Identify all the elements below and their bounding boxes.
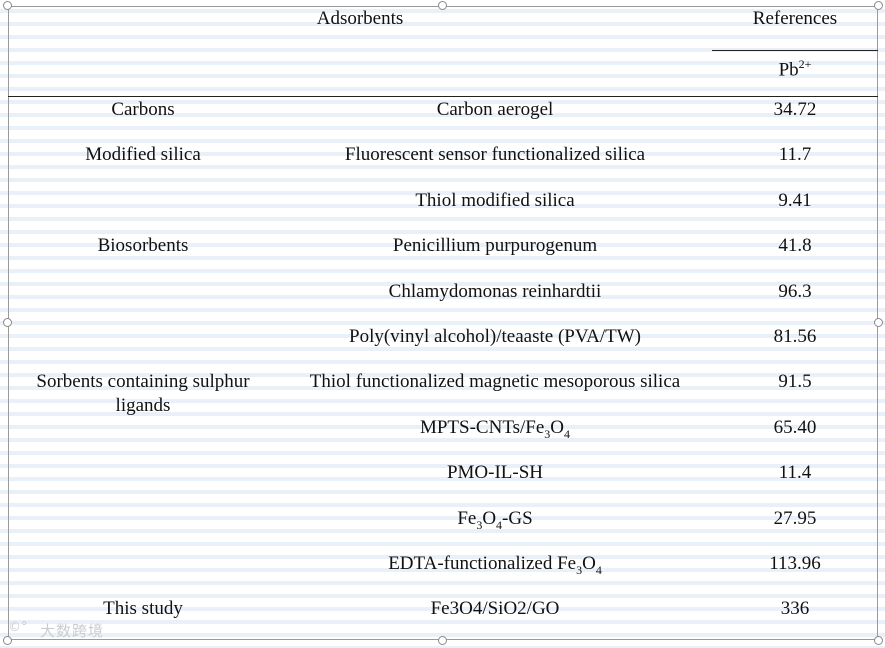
resize-handle-middle-right[interactable] [874, 318, 883, 327]
watermark-logo-icon: ©° [8, 620, 28, 635]
header-references: References [752, 8, 838, 29]
row-category: Carbons [8, 98, 278, 122]
row-value: 336 [780, 598, 810, 619]
row-adsorbent: PMO-IL-SH [446, 462, 544, 483]
category-label: Biosorbents [97, 235, 189, 256]
watermark: 大数跨境 [40, 622, 105, 640]
resize-handle-bottom-right[interactable] [874, 636, 883, 645]
metal-charge: 2+ [798, 57, 812, 71]
header-metal: Pb2+ [712, 52, 878, 82]
row-category: Modified silica [8, 143, 278, 167]
row-category: This study [8, 597, 278, 621]
resize-handle-bottom-center[interactable] [438, 636, 447, 645]
category-label: This study [103, 598, 183, 619]
category-label: Sorbents containing sulphur [36, 371, 250, 392]
row-value: 81.56 [773, 326, 817, 347]
row-adsorbent: EDTA-functionalized Fe3O4 [280, 552, 710, 582]
formula-part: O [582, 553, 596, 574]
resize-handle-bottom-left[interactable] [3, 636, 12, 645]
category-label: Carbons [111, 99, 175, 120]
formula-part: MPTS-CNTs/Fe [419, 417, 545, 438]
subscript: 4 [564, 426, 571, 441]
row-value: 11.4 [778, 462, 812, 483]
row-category: Sorbents containing sulphur ligands [8, 370, 278, 418]
row-value: 34.72 [773, 99, 817, 120]
resize-handle-top-center[interactable] [438, 1, 447, 10]
row-adsorbent: Penicillium purpurogenum [392, 235, 598, 256]
subscript: 4 [595, 562, 602, 577]
resize-handle-top-left[interactable] [3, 1, 12, 10]
row-adsorbent: Carbon aerogel [436, 99, 554, 120]
subscript: 3 [476, 517, 483, 532]
subscript: 4 [496, 517, 503, 532]
row-value: 65.40 [773, 417, 817, 438]
formula-part: Fe [457, 508, 477, 529]
row-adsorbent: Poly(vinyl alcohol)/teaaste (PVA/TW) [349, 326, 641, 347]
header-rule [8, 96, 878, 97]
row-adsorbent: Fe3O4-GS [280, 507, 710, 537]
formula-part: O [482, 508, 497, 529]
row-value: 96.3 [778, 281, 812, 302]
category-label: Modified silica [85, 144, 201, 165]
formula-part: O [550, 417, 565, 438]
row-value: 11.7 [778, 144, 812, 165]
row-value: 27.95 [773, 508, 817, 529]
row-adsorbent: Thiol modified silica [415, 190, 575, 211]
resize-handle-middle-left[interactable] [3, 318, 12, 327]
subscript: 3 [544, 426, 551, 441]
row-adsorbent: MPTS-CNTs/Fe3O4 [280, 416, 710, 446]
row-value: 113.96 [769, 553, 821, 574]
formula-part: -GS [502, 508, 533, 529]
row-value: 9.41 [778, 190, 812, 211]
metal-symbol: Pb [778, 59, 799, 81]
formula-part: EDTA-functionalized Fe [388, 553, 577, 574]
row-value: 91.5 [778, 371, 812, 392]
header-subrule [712, 50, 878, 51]
row-adsorbent: Chlamydomonas reinhardtii [388, 281, 602, 302]
resize-handle-top-right[interactable] [874, 1, 883, 10]
row-adsorbent: Fluorescent sensor functionalized silica [344, 144, 646, 165]
header-adsorbents: Adsorbents [316, 8, 404, 29]
subscript: 3 [576, 562, 583, 577]
row-adsorbent: Fe3O4/SiO2/GO [430, 598, 560, 619]
row-category: Biosorbents [8, 234, 278, 258]
row-value: 41.8 [778, 235, 812, 256]
row-adsorbent: Thiol functionalized magnetic mesoporous… [309, 371, 681, 392]
category-label-line2: ligands [115, 395, 171, 416]
